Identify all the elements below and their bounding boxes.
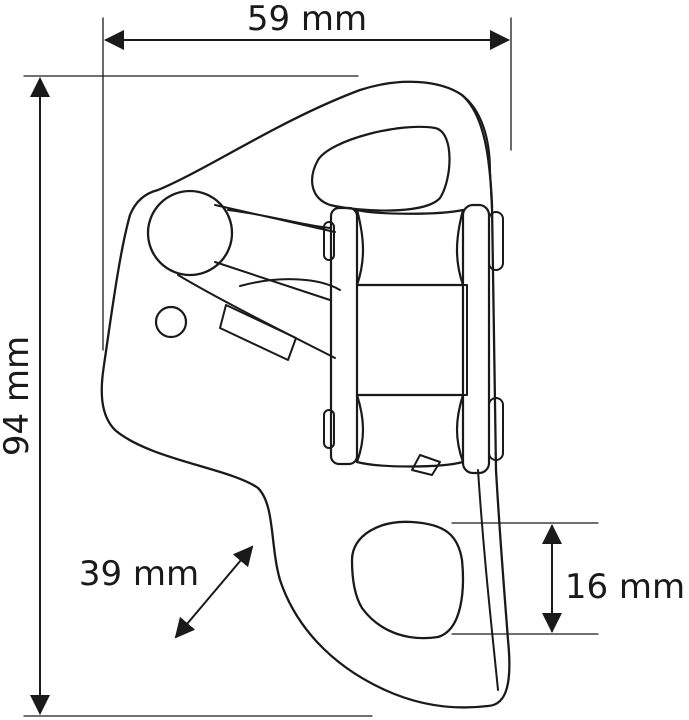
upper-pulley	[355, 208, 465, 287]
diagonal-label: 39 mm	[79, 554, 199, 594]
cam-axle	[146, 189, 234, 277]
hole-label: 16 mm	[565, 567, 685, 607]
latch-block	[219, 304, 297, 361]
rivet-hole	[154, 305, 188, 339]
height-label: 94 mm	[0, 336, 37, 456]
width-label: 59 mm	[247, 0, 367, 39]
device-body-outline	[100, 80, 511, 709]
bolt-top-right	[488, 211, 504, 271]
bolt-bottom-left	[323, 409, 335, 449]
bottom-rope-hole	[350, 520, 465, 640]
device-illustration	[100, 80, 511, 709]
device-side-plate-inner	[477, 469, 499, 691]
bolt-top-left	[323, 221, 335, 261]
cam-arm-lower	[177, 274, 341, 359]
lower-pulley	[355, 393, 465, 468]
width-dimension: 59 mm	[102, 0, 512, 351]
bolt-bottom-right	[488, 397, 504, 461]
device-side-plate-edge	[461, 94, 493, 211]
pulley-center-block	[356, 284, 468, 396]
axle-plate-right	[461, 203, 491, 475]
top-attachment-hole	[311, 125, 451, 212]
height-dimension: 94 mm	[0, 75, 373, 717]
cam-arm	[214, 204, 336, 301]
diagonal-dimension: 39 mm	[79, 545, 254, 639]
lower-tab	[411, 454, 441, 476]
hole-dimension: 16 mm	[451, 522, 685, 635]
diagonal-arrow	[174, 545, 254, 639]
